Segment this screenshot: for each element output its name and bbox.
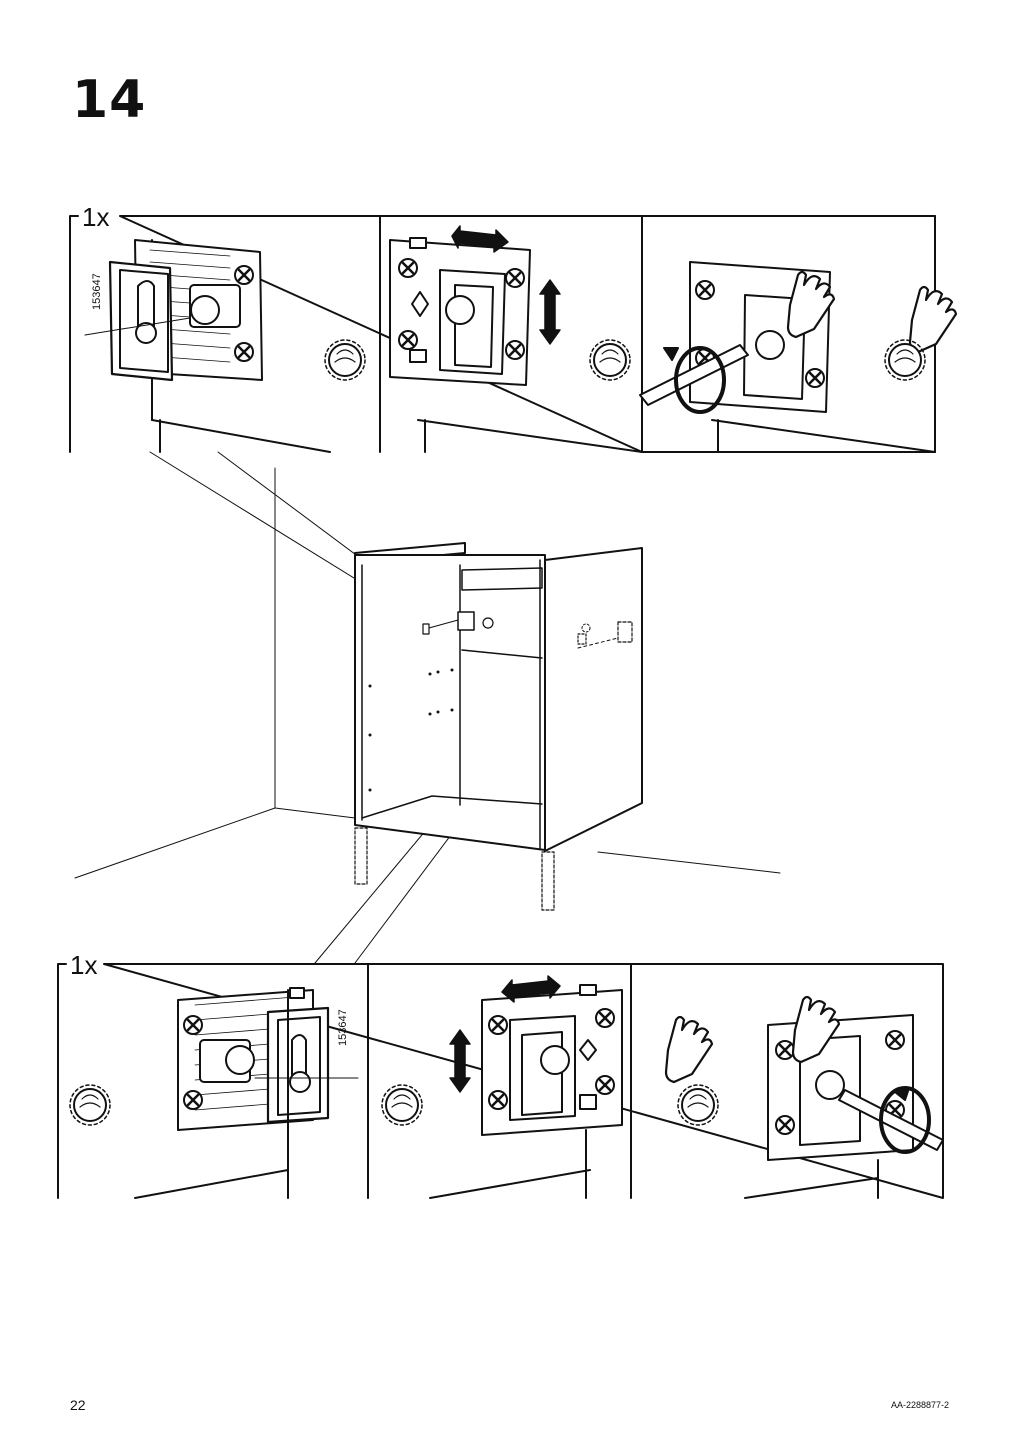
pointing-hand-icon bbox=[908, 285, 958, 354]
hinge-adjustment-view bbox=[429, 975, 623, 1199]
document-code: AA-2288877-2 bbox=[890, 1400, 949, 1410]
vertical-adjust-arrow bbox=[539, 279, 561, 345]
horizontal-adjust-arrow bbox=[501, 975, 561, 1003]
cabinet-scene bbox=[74, 451, 781, 964]
bottom-quantity-label: 1x bbox=[70, 950, 97, 980]
pointing-hand-icon bbox=[664, 1015, 714, 1084]
step-number: 14 bbox=[72, 70, 147, 130]
page-number: 22 bbox=[70, 1397, 86, 1413]
top-detail-panel: 153647 bbox=[69, 215, 958, 453]
hinge-with-mounting-plate bbox=[84, 239, 331, 453]
bottom-detail-panel: 153647 bbox=[57, 963, 944, 1199]
hinge-adjustment-view bbox=[389, 225, 643, 453]
cabinet-legs bbox=[354, 827, 555, 911]
part-number-label: 153647 bbox=[91, 273, 103, 310]
vertical-adjust-arrow bbox=[449, 1029, 471, 1093]
hinge-tightening-view bbox=[744, 995, 944, 1199]
top-quantity-label: 1x bbox=[82, 202, 109, 232]
shelf-pin-holes bbox=[368, 668, 454, 792]
hinge-tightening-view bbox=[639, 261, 936, 453]
hinge-with-mounting-plate bbox=[134, 987, 359, 1199]
horizontal-adjust-arrow bbox=[451, 225, 509, 253]
part-number-label: 153647 bbox=[337, 1009, 349, 1046]
